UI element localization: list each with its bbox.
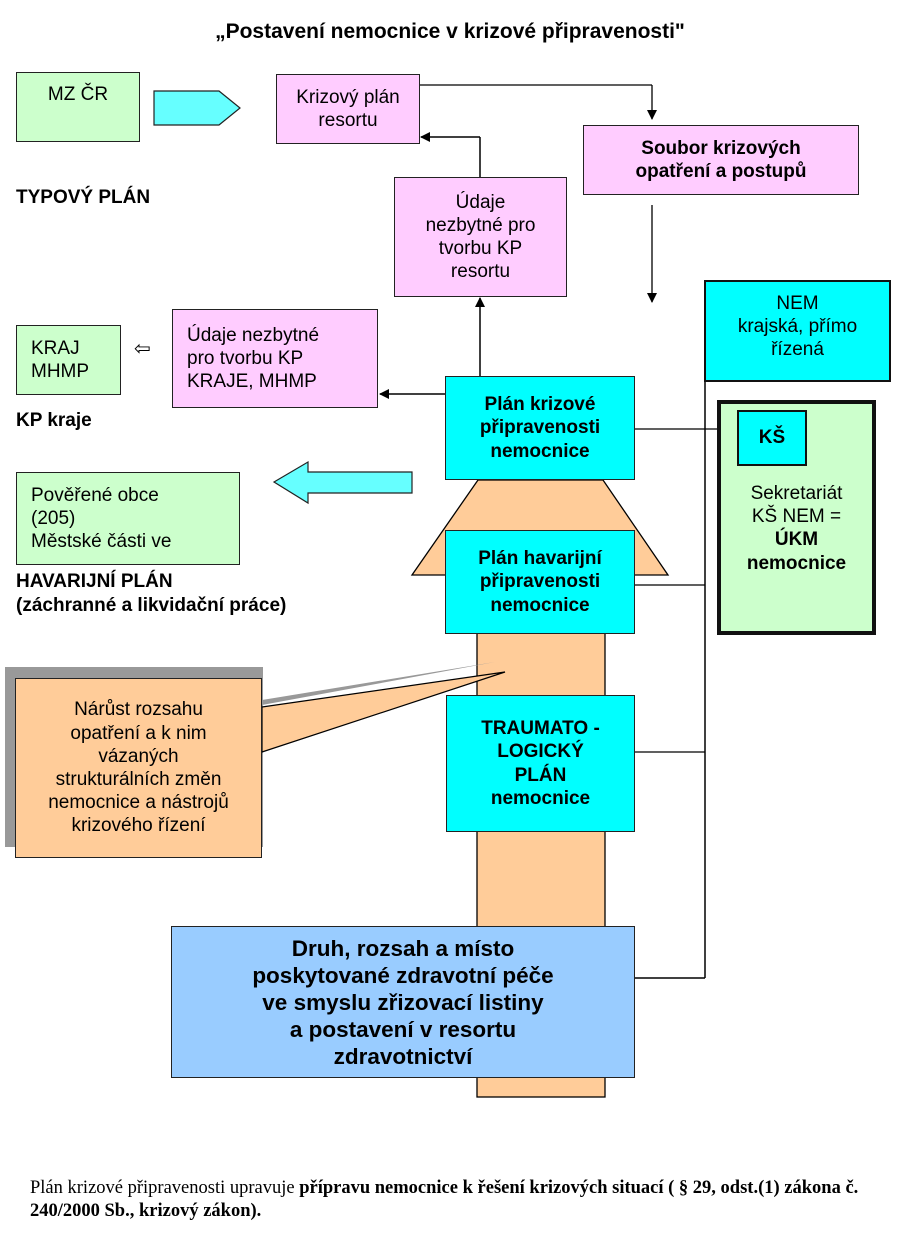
text-line: opatření a postupů — [635, 161, 807, 182]
box-poverene-obce: Pověřené obce (205) Městské části ve — [16, 472, 240, 565]
text-line: Plán krizové — [484, 394, 596, 416]
text-line: LOGICKÝ — [497, 741, 584, 763]
text-line: krizového řízení — [71, 815, 206, 837]
box-kraj-mhmp: KRAJ MHMP — [16, 325, 121, 395]
text-line: nezbytné pro — [425, 214, 536, 236]
label-kp-kraje: KP kraje — [16, 410, 92, 431]
text-line: Krizový plán — [296, 86, 400, 108]
label-havarijni-plan: HAVARIJNÍ PLÁN (záchranné a likvidační p… — [16, 570, 286, 618]
text-line: KRAJ — [31, 337, 80, 359]
callout-pointer-shadow — [262, 662, 495, 705]
box-plan-krizove: Plán krizové připravenosti nemocnice — [445, 376, 635, 480]
box-nem: NEM krajská, přímo řízená — [704, 280, 891, 382]
text-line: KRAJE, MHMP — [187, 371, 317, 393]
text-line: a postavení v resortu — [289, 1016, 517, 1042]
text-line: nemocnice a nástrojů — [48, 792, 229, 814]
text-line: nemocnice — [746, 552, 847, 574]
block-arrow-right — [153, 90, 241, 126]
text-line: (205) — [31, 507, 76, 529]
text-line: připravenosti — [479, 417, 601, 439]
text-line: (záchranné a likvidační práce) — [16, 594, 287, 616]
diagram-title: „Postavení nemocnice v krizové připraven… — [215, 20, 685, 43]
text-line: pro tvorbu KP — [187, 347, 304, 369]
box-traumatologicky: TRAUMATO - LOGICKÝ PLÁN nemocnice — [446, 695, 635, 832]
box-ks: KŠ — [737, 410, 807, 466]
text-line: strukturálních změn — [55, 769, 222, 790]
box-soubor-opatreni: Soubor krizových opatření a postupů — [583, 125, 859, 195]
text-line: HAVARIJNÍ PLÁN — [16, 571, 173, 592]
footer-note: Plán krizové připravenosti upravuje příp… — [30, 1177, 890, 1223]
footer-normal: Plán krizové připravenosti upravuje — [30, 1178, 300, 1198]
text-line: Soubor krizových — [641, 137, 801, 159]
box-krizovy-plan-resortu: Krizový plán resortu — [276, 74, 420, 144]
text-line: TRAUMATO - — [481, 718, 600, 740]
box-mz-cr: MZ ČR — [16, 72, 140, 142]
text-line: nemocnice — [490, 787, 591, 809]
callout-pointer — [261, 671, 506, 753]
text-line: opatření a k nim — [70, 722, 207, 744]
text-line: MHMP — [31, 361, 90, 382]
box-udaje-resortu: Údaje nezbytné pro tvorbu KP resortu — [394, 177, 567, 297]
box-mz-cr-label: MZ ČR — [47, 84, 109, 105]
text-line: vázaných — [98, 745, 179, 767]
text-line: KŠ — [758, 427, 786, 449]
text-line: nemocnice — [490, 594, 590, 616]
text-line: Údaje nezbytné — [187, 324, 320, 346]
callout-narust: Nárůst rozsahu opatření a k nim vázaných… — [15, 678, 262, 858]
text-line: resortu — [450, 261, 511, 283]
text-line: ve smyslu zřizovací listiny — [262, 989, 544, 1015]
text-line: KŠ NEM = — [751, 506, 842, 528]
box-udaje-kraje: Údaje nezbytné pro tvorbu KP KRAJE, MHMP — [172, 309, 378, 408]
text-line: PLÁN — [514, 764, 567, 786]
text-line: resortu — [318, 110, 378, 131]
text-line: Druh, rozsah a místo — [291, 935, 515, 961]
text-line: Nárůst rozsahu — [74, 699, 203, 721]
small-left-arrow-icon: ⇦ — [134, 338, 151, 360]
block-arrow-left — [272, 460, 413, 505]
text-line: NEM — [776, 293, 819, 314]
text-line: zdravotnictví — [333, 1043, 473, 1069]
text-line: připravenosti — [479, 571, 601, 593]
text-line: poskytované zdravotní péče — [252, 962, 554, 988]
text-line: Sekretariát — [750, 483, 843, 504]
box-druh-rozsah: Druh, rozsah a místo poskytované zdravot… — [171, 926, 635, 1078]
text-line: Plán havarijní — [478, 548, 602, 570]
text-line: Údaje — [455, 191, 506, 213]
text-line: tvorbu KP — [438, 238, 523, 259]
text-line: nemocnice — [490, 440, 590, 462]
label-typovy-plan: TYPOVÝ PLÁN — [16, 187, 151, 208]
text-line: Městské části ve — [31, 531, 172, 553]
text-line: ÚKM — [774, 529, 819, 551]
footer-bold: přípravu nemocnice k řešení krizových si… — [30, 1178, 859, 1222]
text-line: Pověřené obce — [31, 484, 159, 506]
text-line: krajská, přímo — [737, 316, 858, 338]
text-line: řízená — [771, 339, 824, 361]
box-plan-havarijni: Plán havarijní připravenosti nemocnice — [445, 530, 635, 634]
